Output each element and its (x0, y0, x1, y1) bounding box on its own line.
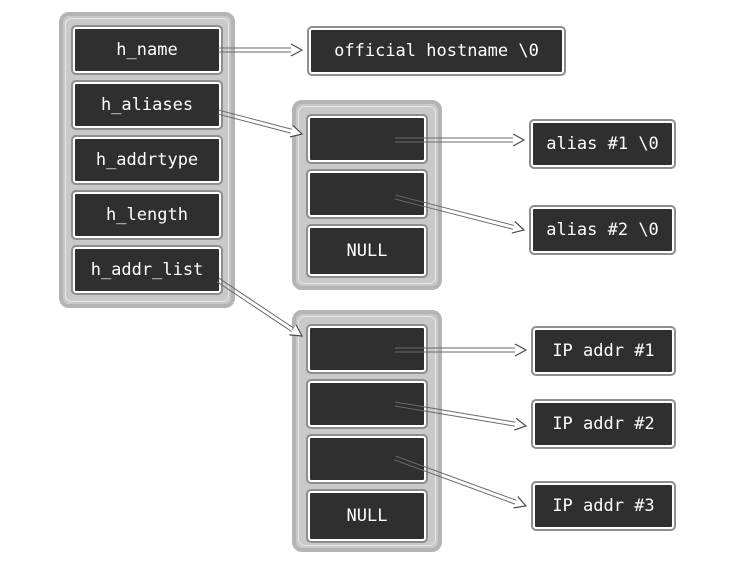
alias-1-box: alias #1 \0 (529, 119, 676, 169)
official-hostname-box: official hostname \0 (307, 26, 566, 76)
arrow-ip-addr-1 (395, 343, 528, 357)
h-aliases-field: h_aliases (71, 80, 223, 130)
alias-2-box: alias #2 \0 (529, 205, 676, 255)
arrow-h-name (218, 43, 304, 57)
addr-pointer-1 (306, 324, 428, 374)
arrow-h-addr-list (216, 277, 304, 337)
alias-pointer-2 (306, 169, 428, 219)
arrow-ip-addr-2 (394, 401, 528, 431)
arrow-ip-addr-3 (394, 455, 528, 509)
h-name-field: h_name (71, 25, 223, 75)
addr-pointer-3 (306, 434, 428, 484)
h-addr-list-field: h_addr_list (71, 245, 223, 295)
addr-list-null: NULL (306, 489, 428, 543)
h-addrtype-field: h_addrtype (71, 135, 223, 185)
ip-addr-2-box: IP addr #2 (531, 399, 676, 449)
ip-addr-1-box: IP addr #1 (531, 326, 676, 376)
arrow-h-aliases (217, 109, 304, 138)
aliases-null: NULL (306, 224, 428, 278)
alias-pointer-1 (306, 114, 428, 164)
h-length-field: h_length (71, 190, 223, 240)
arrow-alias-2 (394, 194, 526, 234)
ip-addr-3-box: IP addr #3 (531, 481, 676, 531)
arrow-alias-1 (395, 133, 526, 147)
